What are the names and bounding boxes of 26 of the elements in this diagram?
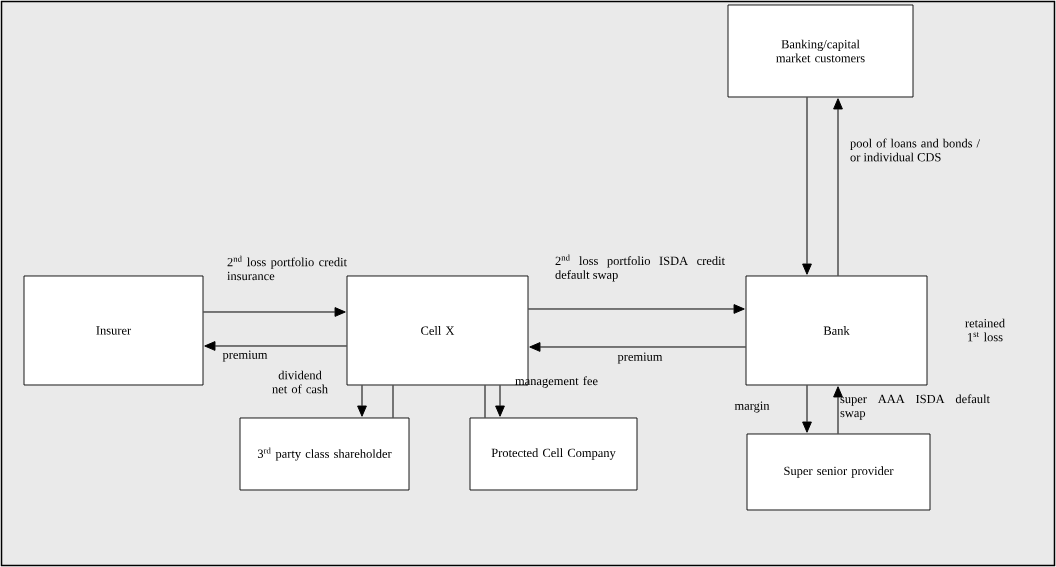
arrow bbox=[802, 96, 812, 275]
arrow bbox=[495, 384, 505, 417]
entity-box: Protected Cell Company bbox=[469, 417, 638, 491]
entity-box: 3$^{rd}$ party class shareholder bbox=[239, 417, 410, 491]
arrow bbox=[833, 98, 843, 277]
arrow bbox=[833, 386, 843, 435]
entity-box: Insurer bbox=[23, 275, 204, 386]
edge-label: management fee bbox=[515, 376, 598, 388]
edge-label: 2$^{nd}$ loss portfolio ISDA credit default swap bbox=[555, 254, 725, 282]
edge-label: premium bbox=[222, 350, 268, 362]
arrow bbox=[527, 304, 745, 314]
edge-label: pool of loans and bonds / or individual CDS bbox=[850, 138, 980, 162]
entity-box: Banking/capital market customers bbox=[727, 4, 914, 98]
arrow bbox=[529, 342, 747, 352]
edge-label: super AAA ISDA default swap bbox=[840, 394, 990, 420]
entity-box: Super senior provider bbox=[746, 433, 931, 511]
arrow bbox=[802, 384, 812, 433]
arrow bbox=[204, 341, 348, 351]
note-text: retained 1$^{st}$ loss bbox=[965, 318, 1005, 342]
arrow bbox=[357, 384, 367, 417]
edge-label: premium bbox=[617, 352, 663, 364]
entity-box: Bank bbox=[745, 275, 928, 386]
edge-label: margin bbox=[734, 401, 770, 413]
arrow bbox=[202, 307, 346, 317]
edge-label: dividend net of cash bbox=[272, 370, 328, 394]
edge-label: 2$^{nd}$ loss portfolio credit insurance bbox=[227, 255, 347, 281]
